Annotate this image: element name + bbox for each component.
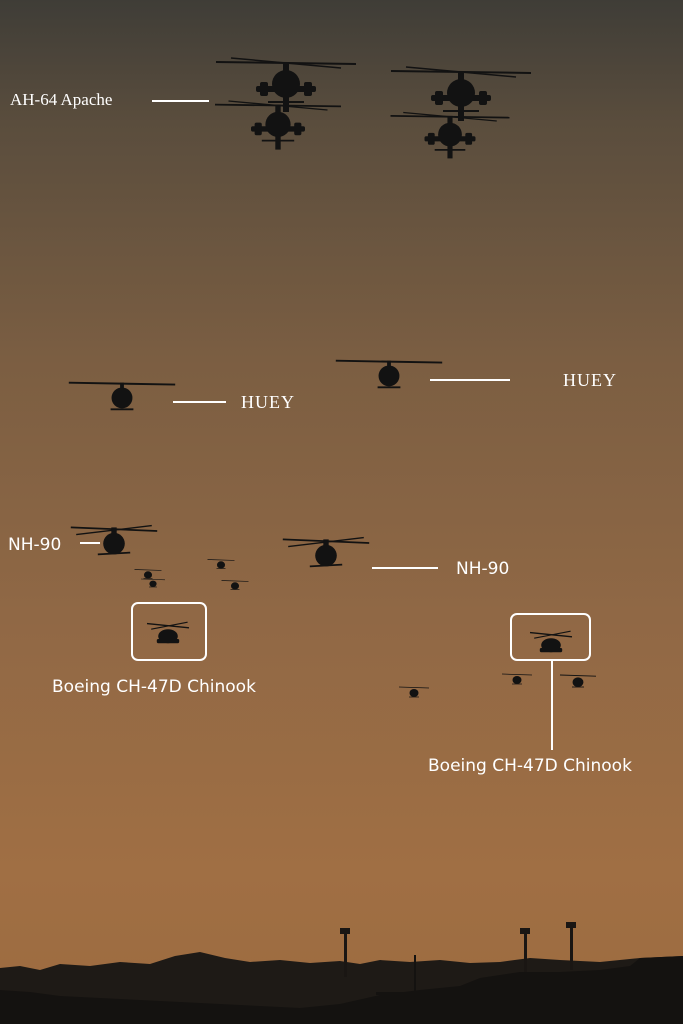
label-ah64-apache: AH-64 Apache [10, 90, 113, 109]
leader-line-huey-right [430, 379, 510, 381]
leader-line-apache [152, 100, 209, 102]
chinook-helicopter-2 [495, 613, 607, 669]
label-nh90-left: NH-90 [8, 535, 62, 555]
nh90-helicopter-5 [185, 546, 257, 582]
apache-helicopter-2 [206, 92, 350, 164]
leader-line-huey-left [173, 401, 226, 403]
nh90-helicopter-6 [199, 567, 271, 603]
leader-line-nh90-right [372, 567, 438, 569]
apache-helicopter-4 [382, 104, 518, 172]
helicopter-7 [374, 672, 454, 712]
nh90-helicopter-3 [112, 556, 184, 592]
label-huey-right: HUEY [563, 370, 617, 390]
label-chinook-right: Boeing CH-47D Chinook [428, 756, 632, 776]
highlight-box-chinook-left [131, 602, 207, 661]
nh90-helicopter-1 [42, 504, 186, 576]
label-huey-left: HUEY [241, 392, 295, 412]
helicopter-9 [530, 657, 626, 705]
apache-helicopter-1 [206, 48, 366, 128]
highlight-box-chinook-right [510, 613, 591, 661]
nh90-helicopter-2 [254, 516, 398, 588]
chinook-helicopter-1 [112, 604, 224, 660]
apache-helicopter-3 [381, 57, 541, 137]
leader-line-chinook-right [551, 661, 553, 750]
huey-helicopter-1 [46, 358, 198, 434]
helicopter-8 [477, 659, 557, 699]
huey-helicopter-2 [313, 336, 465, 412]
leader-line-nh90-left [80, 542, 100, 544]
label-chinook-left: Boeing CH-47D Chinook [52, 677, 256, 697]
label-nh90-right: NH-90 [456, 559, 510, 579]
nh90-helicopter-4 [121, 567, 185, 599]
